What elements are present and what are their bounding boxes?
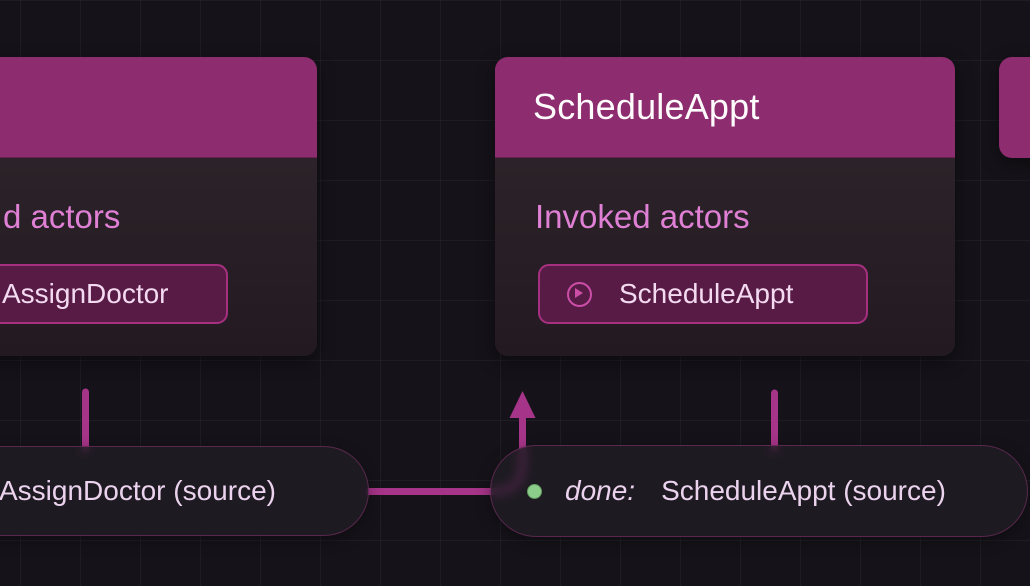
state-node-left[interactable]: d actors AssignDoctor <box>0 57 317 356</box>
state-node-scheduleappt-header[interactable]: ScheduleAppt <box>495 57 955 158</box>
transition-pill-assigndoctor[interactable]: AssignDoctor (source) <box>0 446 369 536</box>
invoked-actors-label: Invoked actors <box>535 198 750 235</box>
actor-button-label: ScheduleAppt <box>619 278 794 309</box>
state-node-left-header[interactable] <box>0 57 317 158</box>
arrow-up-icon <box>509 391 536 418</box>
status-dot-icon <box>527 483 542 499</box>
state-node-right-fragment[interactable] <box>999 57 1030 158</box>
state-node-scheduleappt[interactable]: ScheduleAppt Invoked actors ScheduleAppt <box>495 57 955 356</box>
play-icon <box>567 281 592 307</box>
actor-button-label: AssignDoctor <box>2 278 169 309</box>
state-title: ScheduleAppt <box>533 86 760 127</box>
transition-event-label: done: <box>565 475 636 506</box>
invoked-actors-label: d actors <box>3 198 121 235</box>
transition-pill-label: AssignDoctor (source) <box>0 475 276 506</box>
actor-button-assigndoctor[interactable]: AssignDoctor <box>0 264 228 324</box>
actor-button-scheduleappt[interactable]: ScheduleAppt <box>538 264 868 324</box>
state-node-left-body: d actors AssignDoctor <box>0 158 317 356</box>
transition-pill-done-scheduleappt[interactable]: done: ScheduleAppt (source) <box>490 445 1028 537</box>
transition-target-label: ScheduleAppt (source) <box>661 475 946 506</box>
state-node-scheduleappt-body: Invoked actors ScheduleAppt <box>495 158 955 356</box>
